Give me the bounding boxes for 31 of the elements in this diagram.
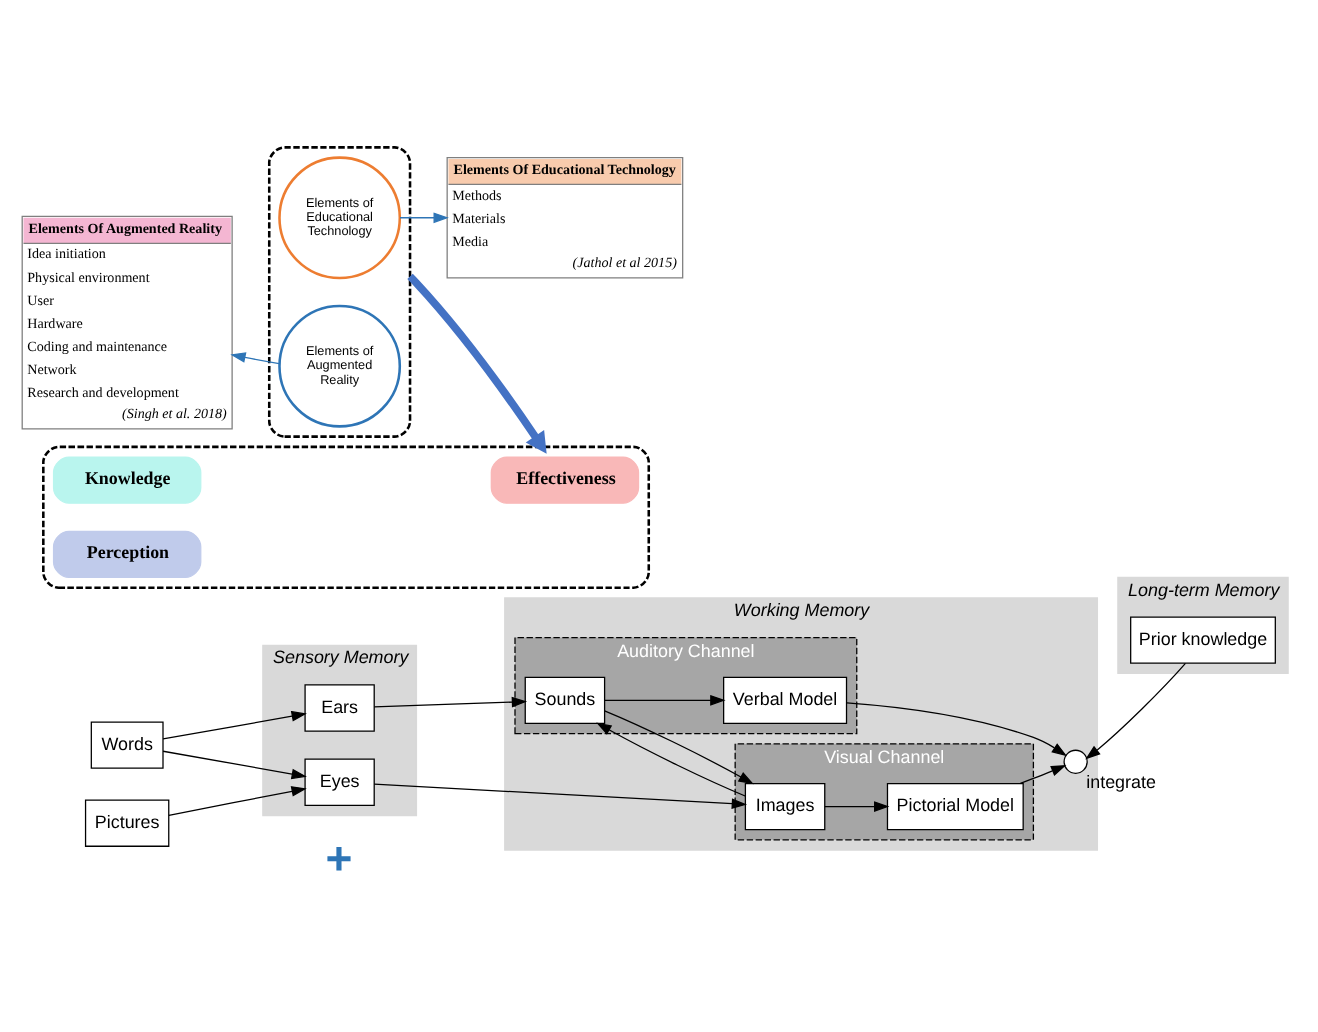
arrow: [162, 750, 307, 780]
label: +: [325, 832, 353, 885]
node-box: Effectiveness: [490, 456, 640, 504]
node-box: Pictures: [84, 799, 170, 847]
node-circle: [1063, 749, 1088, 774]
cluster: [42, 445, 651, 589]
arrow: [596, 722, 746, 797]
arrow: [1019, 765, 1067, 784]
arrow: [1085, 662, 1187, 760]
arrow: [373, 783, 748, 810]
node-box: Pictorial Model: [886, 782, 1024, 831]
arrow: [230, 352, 280, 365]
node-box: Perception: [52, 530, 202, 579]
node-box: Sounds: [524, 676, 606, 724]
arrow: [603, 710, 754, 785]
arrow: [824, 801, 890, 812]
node-label: integrate: [1086, 771, 1156, 792]
node-box: Verbal Model: [723, 676, 848, 724]
node-box: Ears: [304, 684, 375, 732]
node-box: Eyes: [304, 758, 375, 806]
arrow: [846, 702, 1068, 757]
arrow: [162, 710, 307, 740]
node-box: Words: [90, 721, 164, 769]
arrow: [399, 212, 449, 224]
node-box: Prior knowledge: [1130, 616, 1276, 664]
node-box: Knowledge: [52, 456, 202, 504]
arrow: [373, 696, 528, 708]
node-box: Images: [744, 782, 826, 831]
arrow: [168, 786, 307, 816]
arrow: [603, 694, 726, 706]
cluster: [267, 146, 412, 438]
